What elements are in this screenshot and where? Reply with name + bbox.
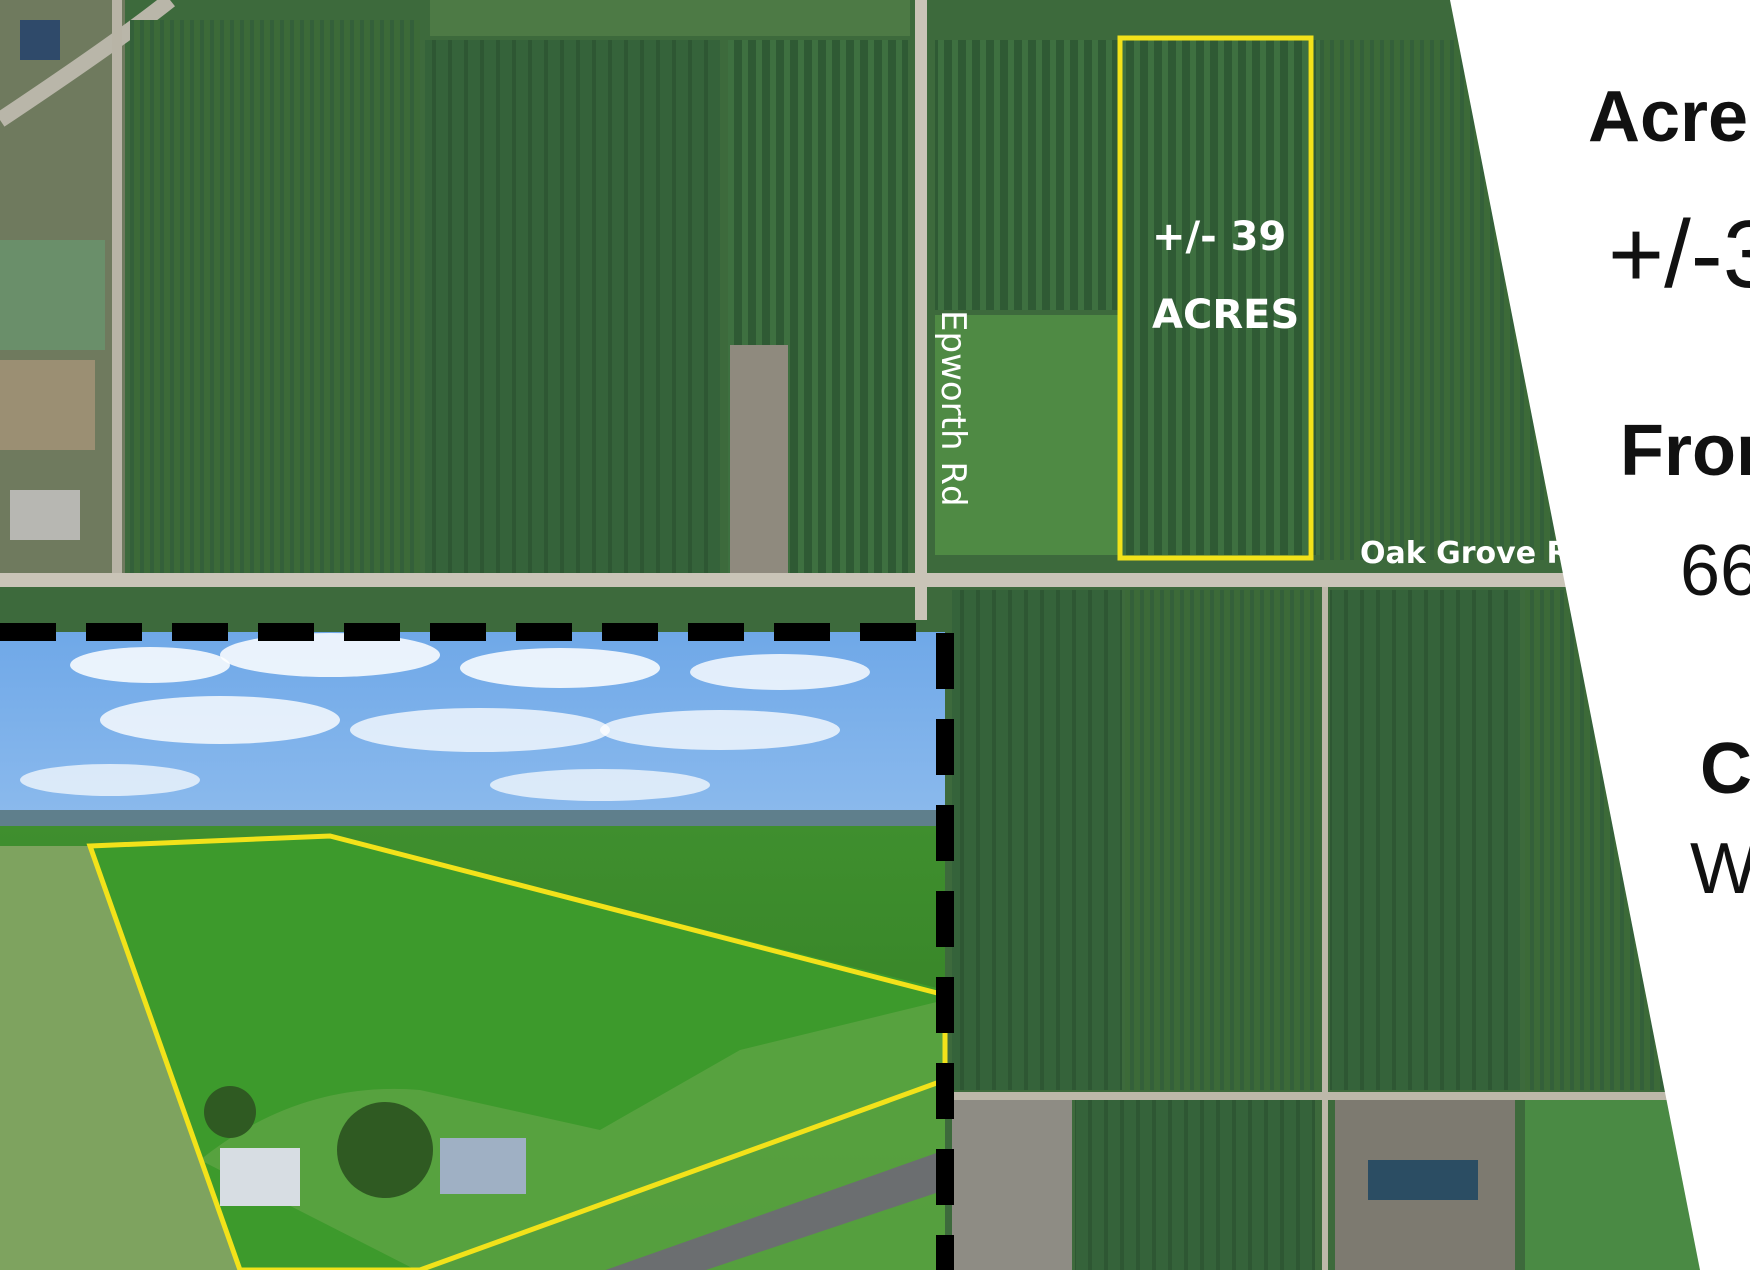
inset-photo [0, 623, 954, 1270]
field-11 [1075, 1100, 1315, 1270]
field-7 [952, 590, 1122, 1090]
storage-yard [730, 345, 788, 575]
field-2 [425, 40, 720, 575]
field-lane [1322, 587, 1328, 1270]
field-top [430, 0, 910, 36]
road-label-oak-grove: Oak Grove Rd [1360, 536, 1591, 571]
parcel-outline [1117, 35, 1314, 561]
field-4 [935, 40, 1120, 310]
field-5 [935, 315, 1120, 555]
south-road [940, 1092, 1750, 1100]
epworth-road [915, 0, 927, 620]
building-site [952, 1100, 1072, 1270]
parcel-acres-label: ACRES [1152, 292, 1299, 338]
retention-pond [1368, 1160, 1478, 1200]
parcel-acreage-label: +/- 39 [1152, 214, 1286, 260]
parcel-field [1120, 40, 1320, 555]
industrial-area [0, 0, 175, 580]
field-8 [1125, 590, 1320, 1090]
road-label-epworth: Epworth Rd [933, 310, 973, 507]
field-9 [1330, 590, 1520, 1090]
oak-grove-road [0, 573, 1750, 587]
field-1 [130, 20, 420, 575]
